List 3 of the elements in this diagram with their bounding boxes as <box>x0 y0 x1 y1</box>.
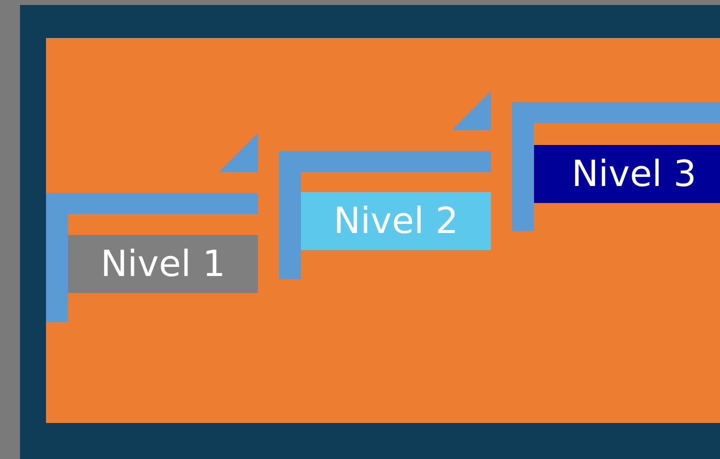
level-label: Nivel 3 <box>534 145 720 203</box>
level-label: Nivel 2 <box>301 192 491 250</box>
level-label: Nivel 1 <box>68 235 258 293</box>
